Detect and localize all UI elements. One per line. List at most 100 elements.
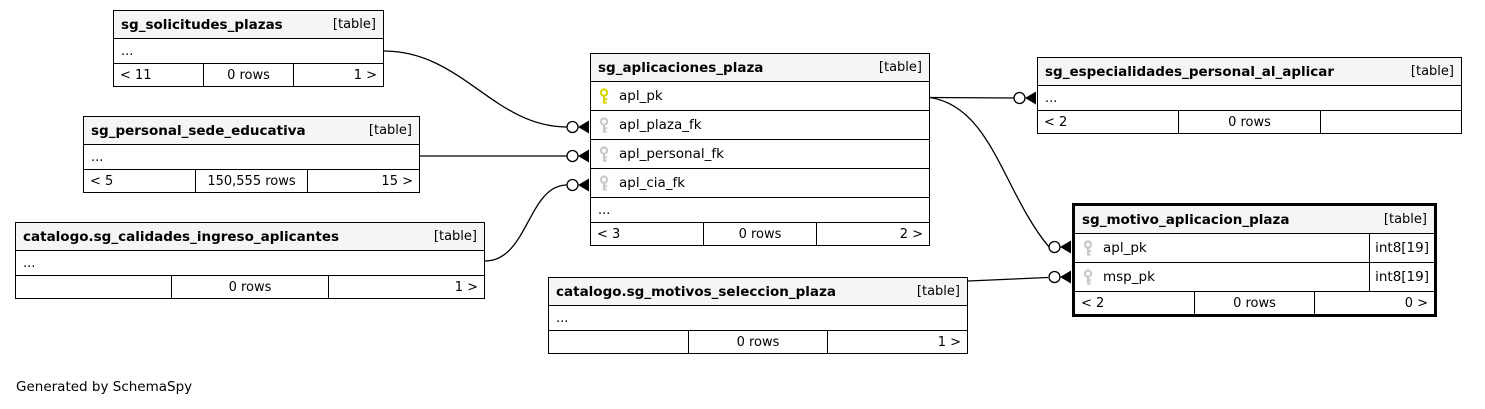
column-name: apl_pk bbox=[619, 88, 663, 104]
table-type-badge: [table] bbox=[433, 229, 477, 244]
table-title: sg_motivo_aplicacion_plaza bbox=[1082, 211, 1290, 228]
zero-circle-icon bbox=[1048, 270, 1061, 284]
crows-foot-icon bbox=[1060, 270, 1071, 284]
table-title: sg_personal_sede_educativa bbox=[91, 122, 306, 139]
column-row-apl-personal-fk[interactable]: apl_personal_fk bbox=[591, 140, 929, 169]
footer-parents-count bbox=[16, 276, 171, 298]
column-type: int8[19] bbox=[1369, 263, 1434, 291]
collapsed-columns-row: ... bbox=[16, 251, 484, 276]
footer-parents-count: < 11 bbox=[120, 67, 152, 83]
foreign-key-icon bbox=[1082, 239, 1094, 257]
foreign-key-icon bbox=[598, 174, 610, 192]
column-row-apl-plaza-fk[interactable]: apl_plaza_fk bbox=[591, 111, 929, 140]
foreign-key-icon bbox=[1082, 268, 1094, 286]
table-header[interactable]: sg_solicitudes_plazas [table] bbox=[114, 11, 383, 39]
relationship-aplpk-to-especialidades bbox=[929, 91, 1036, 105]
footer-children-count: 0 > bbox=[1314, 292, 1434, 314]
foreign-key-icon bbox=[598, 145, 610, 163]
zero-circle-icon bbox=[1048, 240, 1061, 254]
zero-circle-icon bbox=[1013, 91, 1026, 105]
footer-children-count: 2 > bbox=[816, 223, 929, 245]
table-footer: 0 rows 1 > bbox=[16, 276, 484, 298]
table-header[interactable]: sg_aplicaciones_plaza [table] bbox=[591, 54, 929, 82]
table-footer: < 11 0 rows 1 > bbox=[114, 64, 383, 86]
table-box-catalogo-sg-calidades-ingreso-aplicantes[interactable]: catalogo.sg_calidades_ingreso_aplicantes… bbox=[15, 222, 485, 299]
footer-row-count: 0 rows bbox=[703, 223, 816, 245]
column-type: int8[19] bbox=[1369, 234, 1434, 262]
table-footer: < 5 150,555 rows 15 > bbox=[84, 170, 419, 192]
footer-row-count: 0 rows bbox=[1194, 292, 1314, 314]
relationship-aplpk-to-motivo-aplpk bbox=[929, 96, 1071, 254]
column-row-apl-pk[interactable]: apl_pk int8[19] bbox=[1075, 234, 1434, 263]
footer-row-count: 0 rows bbox=[203, 64, 293, 86]
column-name: apl_plaza_fk bbox=[619, 117, 702, 133]
footer-parents-count: < 5 bbox=[90, 173, 114, 189]
zero-circle-icon bbox=[566, 149, 579, 163]
relationship-calidades-to-apl-cia-fk bbox=[484, 178, 589, 262]
footer-parents-count: < 2 bbox=[1081, 295, 1105, 311]
table-title: catalogo.sg_motivos_seleccion_plaza bbox=[556, 283, 836, 300]
relationship-personal-to-apl-personal-fk bbox=[420, 149, 589, 163]
table-footer: < 2 0 rows 0 > bbox=[1075, 292, 1434, 314]
primary-key-icon bbox=[598, 87, 610, 105]
table-footer: 0 rows 1 > bbox=[549, 331, 967, 353]
table-footer: < 3 0 rows 2 > bbox=[591, 223, 929, 245]
column-row-msp-pk[interactable]: msp_pk int8[19] bbox=[1075, 263, 1434, 292]
table-title: catalogo.sg_calidades_ingreso_aplicantes bbox=[23, 228, 340, 245]
crows-foot-icon bbox=[578, 120, 589, 134]
table-type-badge: [table] bbox=[916, 284, 960, 299]
table-box-sg-aplicaciones-plaza[interactable]: sg_aplicaciones_plaza [table] apl_pk apl… bbox=[590, 53, 930, 246]
table-header[interactable]: sg_personal_sede_educativa [table] bbox=[84, 117, 419, 145]
footer-row-count: 0 rows bbox=[171, 276, 327, 298]
table-box-sg-personal-sede-educativa[interactable]: sg_personal_sede_educativa [table] ... <… bbox=[83, 116, 420, 193]
column-row-apl-pk[interactable]: apl_pk bbox=[591, 82, 929, 111]
relationship-motivos-seleccion-to-msp-pk bbox=[967, 270, 1071, 284]
table-title: sg_solicitudes_plazas bbox=[121, 16, 283, 33]
footer-children-count bbox=[1319, 111, 1461, 133]
table-type-badge: [table] bbox=[1410, 64, 1454, 79]
crows-foot-icon bbox=[578, 149, 589, 163]
table-box-sg-solicitudes-plazas[interactable]: sg_solicitudes_plazas [table] ... < 11 0… bbox=[113, 10, 384, 87]
footer-parents-count: < 2 bbox=[1044, 114, 1068, 130]
table-header[interactable]: catalogo.sg_calidades_ingreso_aplicantes… bbox=[16, 223, 484, 251]
table-type-badge: [table] bbox=[878, 60, 922, 75]
table-type-badge: [table] bbox=[332, 17, 376, 32]
crows-foot-icon bbox=[578, 178, 589, 192]
footer-children-count: 1 > bbox=[327, 276, 484, 298]
table-type-badge: [table] bbox=[368, 123, 412, 138]
table-footer: < 2 0 rows bbox=[1038, 111, 1461, 133]
table-title: sg_especialidades_personal_al_aplicar bbox=[1045, 63, 1335, 80]
table-title: sg_aplicaciones_plaza bbox=[598, 59, 764, 76]
collapsed-columns-row: ... bbox=[114, 39, 383, 64]
table-header[interactable]: sg_especialidades_personal_al_aplicar [t… bbox=[1038, 58, 1461, 86]
collapsed-columns-row: ... bbox=[1038, 86, 1461, 111]
table-header[interactable]: sg_motivo_aplicacion_plaza [table] bbox=[1075, 206, 1434, 234]
table-box-sg-motivo-aplicacion-plaza[interactable]: sg_motivo_aplicacion_plaza [table] apl_p… bbox=[1072, 203, 1437, 317]
table-type-badge: [table] bbox=[1383, 212, 1427, 227]
zero-circle-icon bbox=[566, 178, 579, 192]
generator-note: Generated by SchemaSpy bbox=[16, 379, 193, 395]
footer-children-count: 15 > bbox=[307, 170, 419, 192]
footer-children-count: 1 > bbox=[293, 64, 383, 86]
crows-foot-icon bbox=[1025, 91, 1036, 105]
footer-row-count: 0 rows bbox=[1178, 111, 1319, 133]
column-row-apl-cia-fk[interactable]: apl_cia_fk bbox=[591, 169, 929, 198]
column-name: apl_cia_fk bbox=[619, 175, 686, 191]
column-name: apl_personal_fk bbox=[619, 146, 724, 162]
crows-foot-icon bbox=[1060, 240, 1071, 254]
table-header[interactable]: catalogo.sg_motivos_seleccion_plaza [tab… bbox=[549, 278, 967, 306]
footer-parents-count bbox=[549, 331, 688, 353]
table-box-sg-especialidades-personal-al-aplicar[interactable]: sg_especialidades_personal_al_aplicar [t… bbox=[1037, 57, 1462, 134]
relationship-solicitudes-to-apl-plaza-fk bbox=[383, 50, 589, 134]
footer-row-count: 0 rows bbox=[687, 331, 828, 353]
footer-parents-count: < 3 bbox=[597, 226, 621, 242]
table-box-catalogo-sg-motivos-seleccion-plaza[interactable]: catalogo.sg_motivos_seleccion_plaza [tab… bbox=[548, 277, 968, 354]
collapsed-columns-row: ... bbox=[549, 306, 967, 331]
column-name: msp_pk bbox=[1103, 269, 1155, 285]
column-name: apl_pk bbox=[1103, 240, 1147, 256]
collapsed-columns-row: ... bbox=[591, 198, 929, 223]
footer-children-count: 1 > bbox=[827, 331, 967, 353]
footer-row-count: 150,555 rows bbox=[195, 170, 307, 192]
zero-circle-icon bbox=[566, 120, 579, 134]
